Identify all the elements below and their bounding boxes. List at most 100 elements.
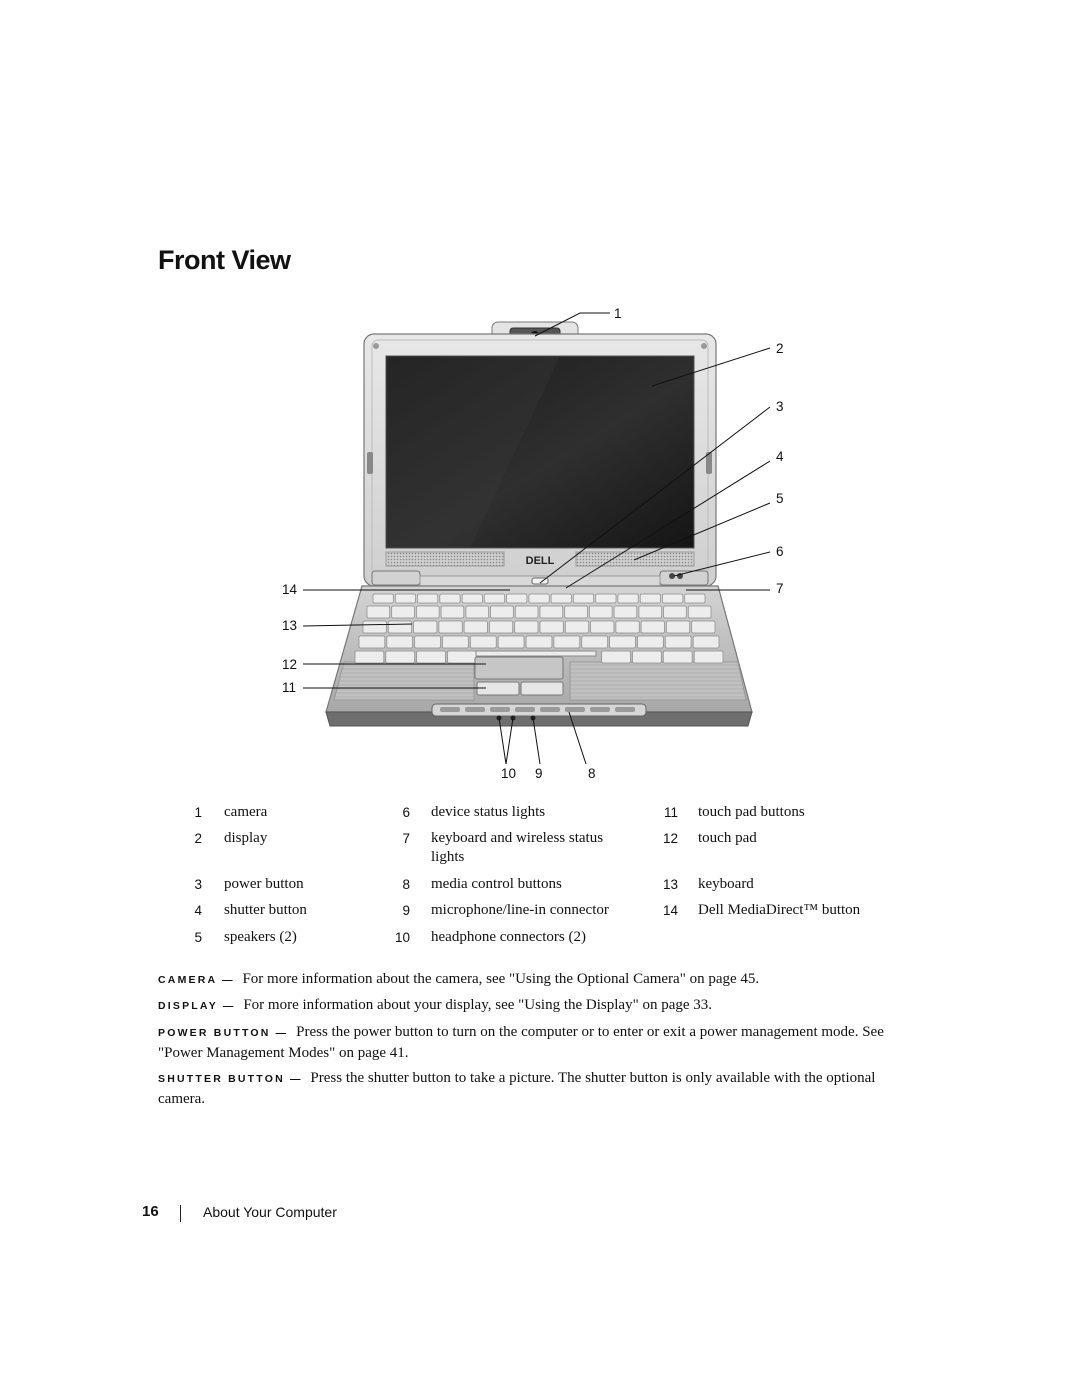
legend-num: 13 [662, 877, 678, 892]
keyboard-key [440, 605, 465, 619]
media-control-button [465, 707, 485, 712]
keyboard-key [391, 605, 415, 619]
legend-num: 12 [662, 831, 678, 846]
legend-label: Dell MediaDirect™ button [698, 902, 861, 918]
keyboard-key [514, 605, 539, 619]
callout-1: 1 [614, 306, 622, 321]
keyboard-key [662, 593, 684, 604]
description-text: Press the power button to turn on the co… [158, 1024, 884, 1061]
legend-num: 7 [402, 831, 410, 846]
legend-label: keyboard and wireless status lights [431, 830, 604, 865]
keyboard-key [506, 593, 528, 604]
callout-6: 6 [776, 544, 784, 559]
media-control-buttons [431, 703, 647, 717]
description-camera: CAMERA — For more information about the … [158, 969, 918, 990]
keyboard-key [693, 650, 724, 664]
keyboard-key [687, 605, 712, 619]
description-text: Press the shutter button to take a pictu… [158, 1070, 876, 1107]
legend-num: 4 [194, 903, 202, 918]
legend-label: power button [224, 876, 304, 892]
keyboard-key [684, 593, 706, 604]
media-control-button [565, 707, 585, 712]
description-term: POWER BUTTON — [158, 1027, 289, 1039]
keyboard-key [416, 650, 446, 664]
dell-logo: DELL [526, 555, 555, 567]
device-status-lights [669, 573, 675, 579]
keyboard-key [590, 620, 615, 634]
callout-4: 4 [776, 449, 784, 464]
keyboard-key [358, 635, 386, 649]
callout-14: 14 [282, 582, 298, 597]
callout-10: 10 [501, 766, 517, 781]
legend-label: speakers (2) [224, 929, 297, 945]
callout-5: 5 [776, 491, 784, 506]
keyboard-key [483, 593, 505, 604]
description-display: DISPLAY — For more information about you… [158, 995, 918, 1016]
callout-2: 2 [776, 341, 784, 356]
keyboard-key [617, 593, 639, 604]
legend-num: 10 [394, 930, 410, 945]
keyboard-key [442, 635, 469, 649]
callout-9: 9 [535, 766, 543, 781]
keyboard-key [386, 635, 413, 649]
legend-label: microphone/line-in connector [431, 902, 609, 918]
media-control-button [490, 707, 510, 712]
keyboard-key [385, 650, 415, 664]
keyboard-key [640, 620, 665, 634]
page-title: Front View [158, 245, 291, 275]
description-shutter-button: SHUTTER BUTTON — Press the shutter butto… [158, 1068, 918, 1109]
touch-pad [474, 656, 564, 680]
legend-num: 9 [402, 903, 410, 918]
keyboard-key [528, 593, 550, 604]
media-control-button [540, 707, 560, 712]
keyboard-key [691, 620, 716, 634]
legend-label: headphone connectors (2) [431, 929, 586, 945]
keyboard-key [662, 650, 693, 664]
keyboard-key [414, 635, 441, 649]
legend-num: 1 [194, 805, 202, 820]
keyboard-key [394, 593, 416, 604]
callout-7: 7 [776, 581, 784, 596]
keyboard-key [465, 605, 489, 619]
keyboard-key [372, 593, 394, 604]
display [363, 333, 717, 587]
description-text: For more information about the camera, s… [242, 971, 760, 987]
keyboard-key [666, 620, 691, 634]
keyboard-key [489, 620, 514, 634]
page-number: 16 [142, 1203, 159, 1220]
laptop-front-view-illustration: DELL [302, 312, 771, 765]
legend-label: shutter button [224, 902, 307, 918]
keyboard-key [601, 650, 631, 664]
legend-label: camera [224, 804, 268, 820]
keyboard-key [539, 620, 564, 634]
keyboard-key [663, 605, 687, 619]
keyboard-key [589, 605, 613, 619]
media-control-button [590, 707, 610, 712]
keyboard-key [417, 593, 439, 604]
keyboard-key [573, 593, 595, 604]
keyboard-key [387, 620, 412, 634]
keyboard-key [637, 635, 664, 649]
keyboard-key [362, 620, 387, 634]
legend-label: display [224, 830, 268, 846]
touch-pad-button-right [520, 681, 564, 696]
legend-num: 5 [194, 930, 202, 945]
keyboard-key [439, 593, 461, 604]
legend-label: device status lights [431, 804, 546, 820]
keyboard-key [461, 593, 483, 604]
keyboard-key [613, 605, 638, 619]
legend-num: 2 [194, 831, 202, 846]
keyboard-key [539, 605, 564, 619]
speaker-right [575, 551, 695, 567]
speaker-left [385, 551, 505, 567]
footer-separator [180, 1205, 181, 1222]
callout-8: 8 [588, 766, 596, 781]
legend-label: keyboard [698, 876, 754, 892]
keyboard-key [438, 620, 463, 634]
keyboard-key [595, 593, 617, 604]
keyboard-key [639, 593, 661, 604]
legend-num: 11 [663, 805, 678, 820]
legend-num: 8 [402, 877, 410, 892]
keyboard-key [550, 593, 572, 604]
footer-section-title: About Your Computer [203, 1204, 337, 1220]
